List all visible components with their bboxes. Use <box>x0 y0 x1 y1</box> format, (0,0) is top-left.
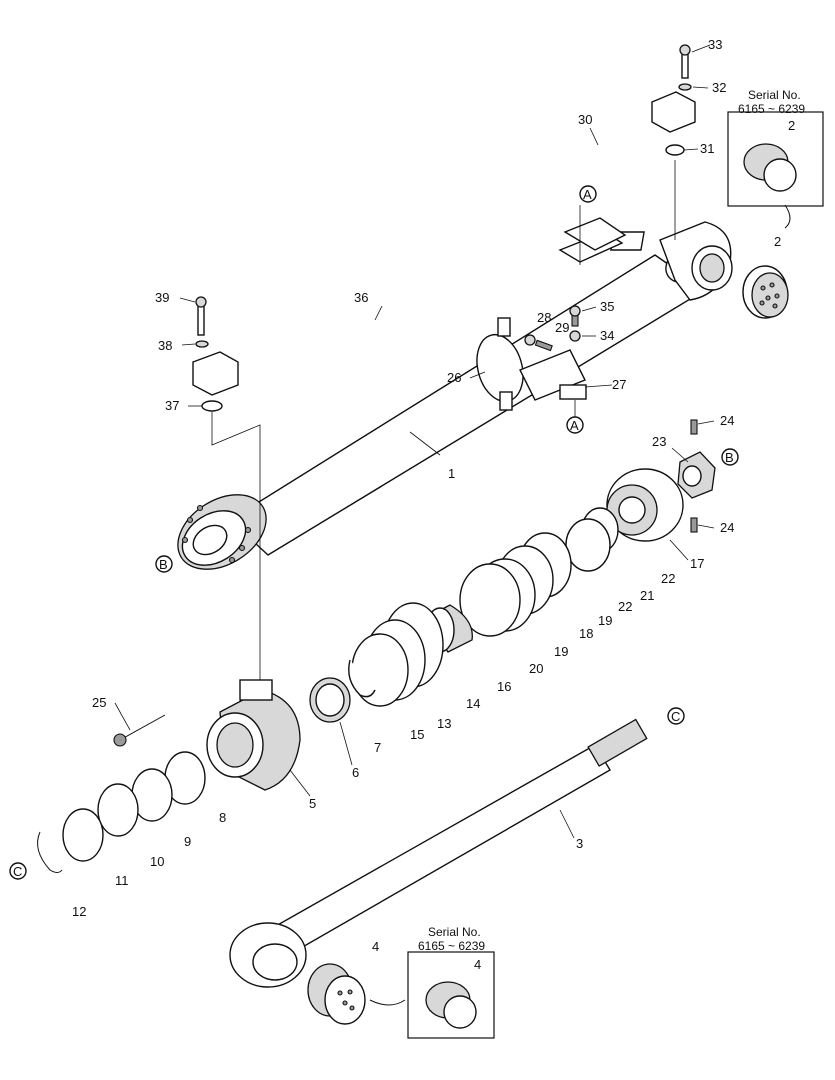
callout-23: 23 <box>652 434 666 449</box>
rod-cover-part-5 <box>113 679 301 791</box>
serial-range-top: 6165 ~ 6239 <box>738 102 805 116</box>
marker-a-top: A <box>583 187 592 202</box>
callout-22b: 22 <box>618 599 632 614</box>
bushing-part-2 <box>742 265 789 319</box>
bushing-part-4 <box>307 963 366 1025</box>
piston-rod-part-3 <box>229 718 648 988</box>
serial-title-top: Serial No. <box>748 88 801 102</box>
callout-25: 25 <box>92 695 106 710</box>
marker-a-bottom: A <box>570 418 579 433</box>
callout-17: 17 <box>690 556 704 571</box>
marker-c-top: C <box>671 709 680 724</box>
marker-b-right: B <box>725 450 734 465</box>
callout-8: 8 <box>219 810 226 825</box>
marker-b-left: B <box>159 557 168 572</box>
callout-33: 33 <box>708 37 722 52</box>
callout-7: 7 <box>374 740 381 755</box>
callout-32: 32 <box>712 80 726 95</box>
callout-12: 12 <box>72 904 86 919</box>
cylinder-tube <box>177 221 733 570</box>
piston-part-17 <box>606 468 684 542</box>
callout-22a: 22 <box>661 571 675 586</box>
rod-seals-8-12 <box>37 751 206 873</box>
callout-10: 10 <box>150 854 164 869</box>
callout-24b: 24 <box>720 520 734 535</box>
callout-39: 39 <box>155 290 169 305</box>
callout-19a: 19 <box>598 613 612 628</box>
callout-38: 38 <box>158 338 172 353</box>
serial-texts: Serial No. 6165 ~ 6239 Serial No. 6165 ~… <box>418 88 805 953</box>
rod-cover-seals <box>309 602 473 723</box>
callout-18: 18 <box>579 626 593 641</box>
callout-19b: 19 <box>554 644 568 659</box>
serial-box-top <box>727 111 824 229</box>
callout-29: 29 <box>555 320 569 335</box>
piston-nut-23 <box>677 419 716 533</box>
reference-markers: A A B B C C <box>9 185 739 880</box>
callout-3: 3 <box>576 836 583 851</box>
callout-31: 31 <box>700 141 714 156</box>
flange-bolts <box>195 44 692 412</box>
bolts-28-35 <box>524 305 581 352</box>
callout-9: 9 <box>184 834 191 849</box>
callout-24a: 24 <box>720 413 734 428</box>
callout-37: 37 <box>165 398 179 413</box>
callout-26: 26 <box>447 370 461 385</box>
callout-1: 1 <box>448 466 455 481</box>
callout-35: 35 <box>600 299 614 314</box>
callout-30: 30 <box>578 112 592 127</box>
callout-15: 15 <box>410 727 424 742</box>
callout-2-box: 2 <box>788 118 795 133</box>
callout-11: 11 <box>115 873 129 888</box>
guide-lines <box>211 160 676 690</box>
callout-16: 16 <box>497 679 511 694</box>
callout-4-box: 4 <box>474 957 481 972</box>
callout-34: 34 <box>600 328 614 343</box>
callout-2: 2 <box>774 234 781 249</box>
piston-seals <box>459 507 619 637</box>
callout-13: 13 <box>437 716 451 731</box>
serial-title-bottom: Serial No. <box>428 925 481 939</box>
callout-5: 5 <box>309 796 316 811</box>
callout-6: 6 <box>352 765 359 780</box>
serial-box-bottom <box>369 951 495 1039</box>
callout-14: 14 <box>466 696 480 711</box>
clamp-band <box>476 317 587 411</box>
callout-27: 27 <box>612 377 626 392</box>
callout-28: 28 <box>537 310 551 325</box>
serial-range-bottom: 6165 ~ 6239 <box>418 939 485 953</box>
marker-c-bottom: C <box>13 864 22 879</box>
callout-21: 21 <box>640 588 654 603</box>
callout-36: 36 <box>354 290 368 305</box>
callout-4: 4 <box>372 939 379 954</box>
callout-20: 20 <box>529 661 543 676</box>
callout-labels: 1 2 2 3 4 4 5 6 7 8 9 10 11 12 13 14 15 … <box>72 37 795 972</box>
callout-leaders <box>114 44 715 839</box>
pipe-assembly <box>192 91 696 396</box>
